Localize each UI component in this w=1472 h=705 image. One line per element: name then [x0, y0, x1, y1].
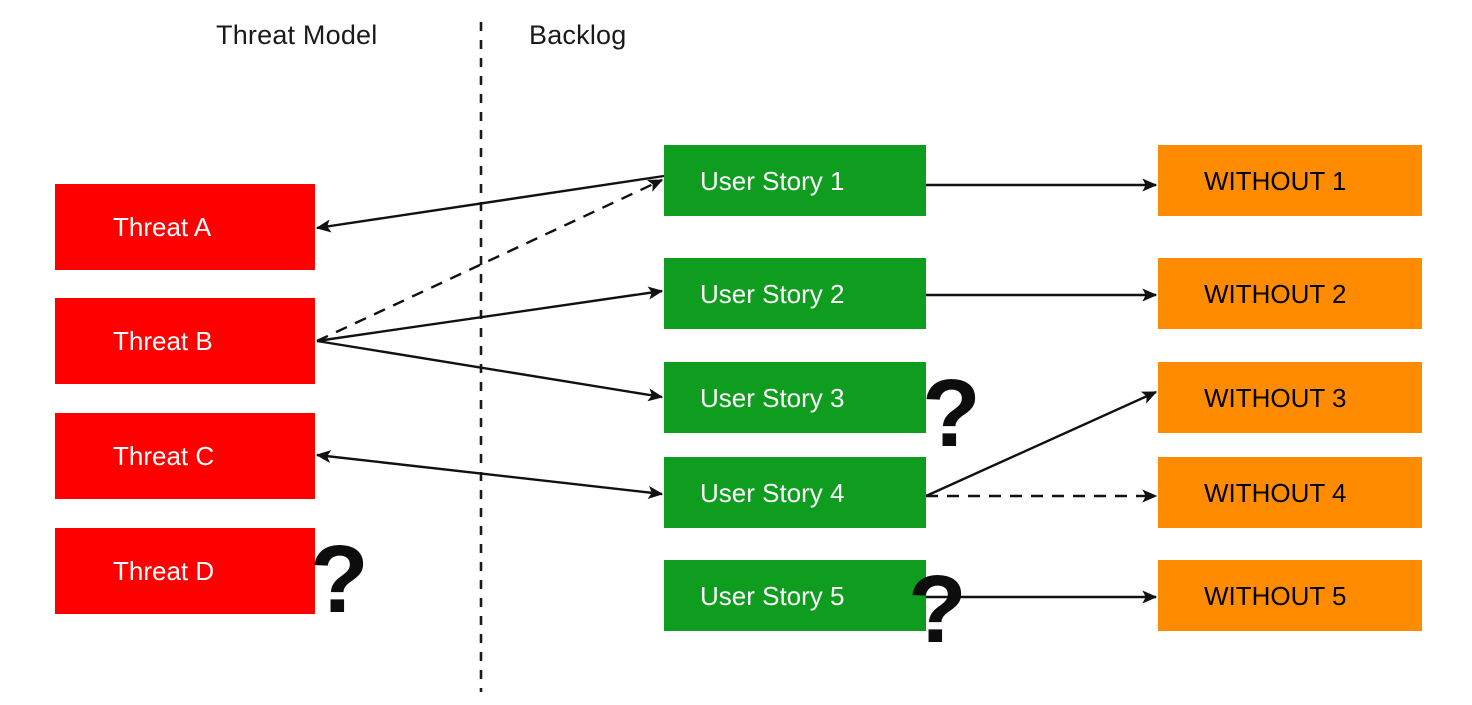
node-label-without-2: WITHOUT 2 [1204, 278, 1347, 309]
node-without-3[interactable]: WITHOUT 3 [1158, 362, 1422, 433]
node-label-threat-b: Threat B [113, 326, 213, 356]
edge-threat-b-to-us3 [316, 339, 664, 402]
node-label-without-3: WITHOUT 3 [1204, 382, 1347, 413]
node-label-user-story-2: User Story 2 [700, 278, 845, 309]
node-user-story-4[interactable]: User Story 4 [664, 457, 926, 528]
node-threat-c[interactable]: Threat C [55, 413, 315, 499]
node-user-story-1[interactable]: User Story 1 [664, 145, 926, 216]
node-without-1[interactable]: WITHOUT 1 [1158, 145, 1422, 216]
node-label-without-1: WITHOUT 1 [1204, 165, 1347, 196]
node-label-user-story-3: User Story 3 [700, 382, 845, 413]
edge-threat-b-to-us2 [316, 286, 664, 343]
node-label-threat-d: Threat D [113, 556, 215, 586]
edge-us1-to-threat-a [315, 174, 665, 233]
question-user-story-3: ? [922, 360, 981, 467]
node-label-without-4: WITHOUT 4 [1204, 477, 1347, 508]
edge-us4-to-without3 [925, 390, 1158, 498]
node-label-user-story-5: User Story 5 [700, 580, 845, 611]
node-without-2[interactable]: WITHOUT 2 [1158, 258, 1422, 329]
node-threat-d[interactable]: Threat D [55, 528, 315, 614]
column-header-threat-model: Threat Model [216, 20, 378, 50]
node-label-threat-a: Threat A [113, 212, 212, 242]
node-label-user-story-4: User Story 4 [700, 477, 845, 508]
node-label-without-5: WITHOUT 5 [1204, 580, 1347, 611]
node-without-5[interactable]: WITHOUT 5 [1158, 560, 1422, 631]
column-header-backlog: Backlog [529, 20, 627, 50]
edge-threat-c-us4 [315, 450, 664, 499]
node-user-story-2[interactable]: User Story 2 [664, 258, 926, 329]
node-threat-b[interactable]: Threat B [55, 298, 315, 384]
node-user-story-3[interactable]: User Story 3 [664, 362, 926, 433]
edge-threat-b-to-us1 [316, 178, 664, 343]
node-label-user-story-1: User Story 1 [700, 165, 845, 196]
question-threat-d: ? [310, 526, 369, 633]
node-label-threat-c: Threat C [113, 441, 215, 471]
node-user-story-5[interactable]: User Story 5 [664, 560, 926, 631]
node-threat-a[interactable]: Threat A [55, 184, 315, 270]
node-without-4[interactable]: WITHOUT 4 [1158, 457, 1422, 528]
question-user-story-5: ? [908, 556, 967, 663]
